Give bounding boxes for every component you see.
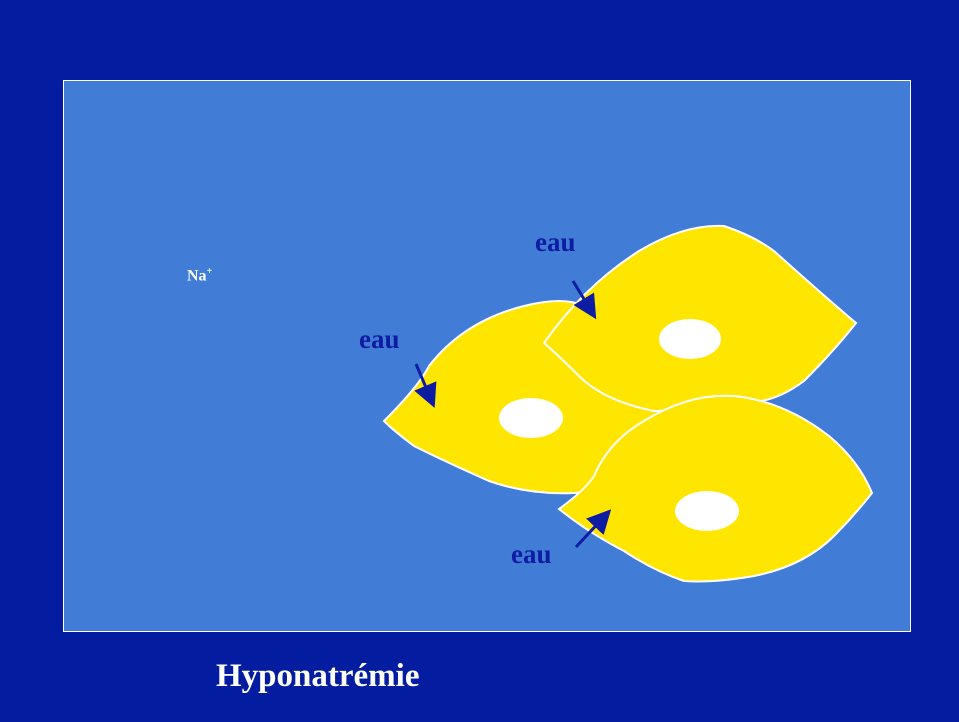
nucleus-top-right xyxy=(659,319,721,359)
sodium-ion-label: Na+ xyxy=(187,266,212,285)
cell-top-right xyxy=(544,226,856,411)
water-label-bottom: eau xyxy=(511,541,552,568)
ion-charge: + xyxy=(207,266,213,277)
water-label-top: eau xyxy=(535,229,576,256)
diagram-panel: Na+ eau eau eau xyxy=(63,80,911,632)
cells-diagram xyxy=(64,81,911,632)
water-label-left: eau xyxy=(359,326,400,353)
slide-title: Hyponatrémie xyxy=(216,660,419,693)
nucleus-left xyxy=(499,398,563,438)
ion-symbol: Na xyxy=(187,267,207,284)
nucleus-bottom-right xyxy=(675,491,739,531)
